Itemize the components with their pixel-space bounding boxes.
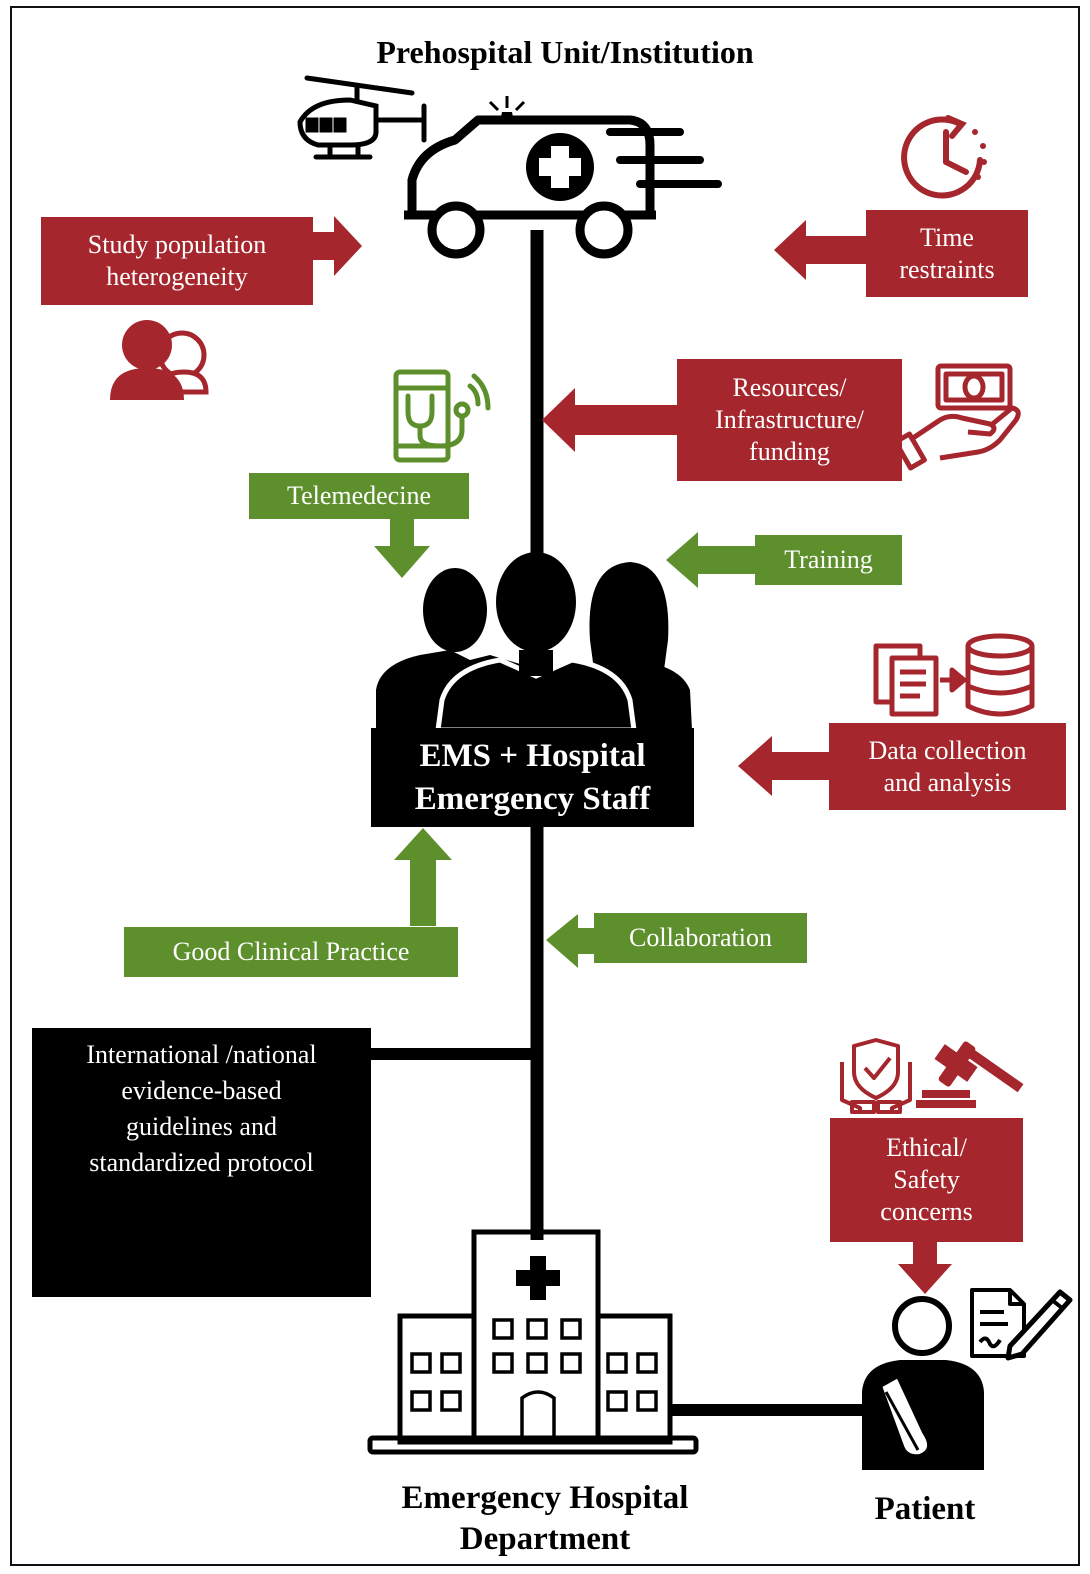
arrow-resources <box>542 388 678 452</box>
facilitator-training: Training <box>755 535 902 585</box>
money-hand-icon <box>893 363 1021 471</box>
hospital-building-icon <box>367 1229 699 1455</box>
people-icon <box>110 320 209 400</box>
arrow-telemedicine <box>374 518 430 578</box>
protection-hands-icon <box>840 1038 912 1114</box>
documents-database-icon <box>873 633 1035 717</box>
staff-box: EMS + Hospital Emergency Staff <box>371 728 694 827</box>
ambulance-icon <box>404 96 722 259</box>
arrow-good-clinical-practice <box>394 828 452 926</box>
barrier-arrows <box>312 216 952 1294</box>
barrier-time-restraints: Time restraints <box>866 210 1028 297</box>
gavel-icon <box>916 1041 1024 1108</box>
telemedicine-phone-icon <box>393 369 491 463</box>
facilitator-telemedicine: Telemedecine <box>249 473 469 519</box>
arrow-training <box>666 532 756 588</box>
facilitator-arrows <box>374 518 756 968</box>
barrier-resources: Resources/ Infrastructure/ funding <box>677 359 902 481</box>
arrow-ethical-safety <box>898 1240 952 1294</box>
staff-silhouettes-icon <box>376 552 692 733</box>
diagram-frame <box>10 6 1080 1566</box>
clock-icon <box>901 115 987 199</box>
prehospital-title: Prehospital Unit/Institution <box>376 34 754 71</box>
helicopter-icon <box>297 75 427 160</box>
guidelines-box <box>32 1028 371 1297</box>
hospital-department-label: Emergency Hospital Department <box>401 1479 689 1557</box>
signed-document-icon <box>970 1288 1073 1361</box>
arrow-time-restraints <box>774 220 868 280</box>
facilitator-collaboration: Collaboration <box>594 913 807 963</box>
arrow-data-collection <box>738 736 830 796</box>
facilitator-good-clinical-practice: Good Clinical Practice <box>124 927 458 977</box>
barrier-ethical-safety: Ethical/ Safety concerns <box>830 1118 1023 1242</box>
patient-icon <box>862 1296 984 1470</box>
arrow-study-population <box>312 216 362 276</box>
arrow-collaboration <box>546 914 598 968</box>
patient-label: Patient <box>874 1490 976 1527</box>
barrier-study-population: Study population heterogeneity <box>41 217 313 305</box>
guidelines-text: International /national evidence-based g… <box>86 1040 317 1177</box>
barrier-data-collection: Data collection and analysis <box>829 723 1066 810</box>
